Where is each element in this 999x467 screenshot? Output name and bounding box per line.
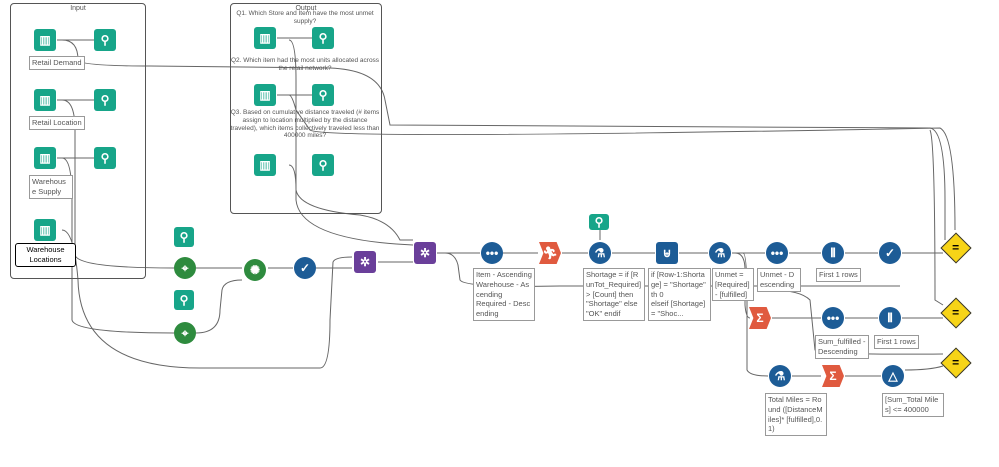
formula-annotation-shortage: Shortage = if [RunTot_Required] > [Count… (583, 268, 645, 321)
binoculars-icon[interactable]: ⚲ (174, 290, 194, 310)
input-container-title: Input (70, 5, 86, 12)
book-icon[interactable]: ▥ (254, 27, 276, 49)
formula-annotation-unmet: Unmet = [Required]- [fulfilled] (712, 268, 754, 302)
sort-dots-icon[interactable]: ••• (481, 242, 503, 264)
book-icon[interactable]: ▥ (34, 147, 56, 169)
sort-annotation-unmet: Unmet - Descending (757, 268, 801, 292)
book-icon[interactable]: ▥ (34, 219, 56, 241)
sample-annotation: First 1 rows (816, 268, 861, 282)
multirow-annotation: if [Row-1:Shortage] = "Shortage" th 0 el… (648, 268, 711, 321)
output-container[interactable]: Output (230, 3, 382, 214)
input-label-retail-location: Retail Location (29, 116, 85, 130)
question-3: Q3. Based on cumulative distance travele… (230, 109, 380, 140)
input-label-warehouse-locations: Warehouse Locations (15, 243, 76, 267)
sort-dots-icon[interactable]: ••• (822, 307, 844, 329)
map-pin-icon[interactable]: ⌖ (174, 322, 196, 344)
sigma-icon[interactable]: Σ (822, 365, 844, 387)
filter-icon[interactable]: △ (882, 365, 904, 387)
input-container[interactable]: Input (10, 3, 146, 279)
formula-flask-icon[interactable]: ⚗ (709, 242, 731, 264)
input-label-warehouse-supply: Warehouse Supply (29, 175, 73, 199)
book-icon[interactable]: ▥ (254, 84, 276, 106)
binoculars-icon[interactable]: ⚲ (94, 147, 116, 169)
binoculars-icon[interactable]: ⚲ (312, 154, 334, 176)
book-icon[interactable]: ▥ (34, 29, 56, 51)
binoculars-icon[interactable]: ⚲ (312, 27, 334, 49)
sort-dots-icon[interactable]: ••• (766, 242, 788, 264)
question-1: Q1. Which Store and Item have the most u… (236, 10, 374, 25)
map-pin-icon[interactable]: ⌖ (174, 257, 196, 279)
formula-flask-icon[interactable]: ⚗ (769, 365, 791, 387)
running-total-icon[interactable]: 🏃︎ (539, 242, 561, 264)
sample-icon[interactable]: ⫴ (822, 242, 844, 264)
binoculars-icon[interactable]: ⚲ (589, 214, 609, 230)
distance-icon[interactable]: ✺ (244, 259, 266, 281)
book-icon[interactable]: ▥ (34, 89, 56, 111)
join-icon[interactable]: ✲ (354, 251, 376, 273)
multi-row-formula-icon[interactable]: ⊎ (656, 242, 678, 264)
binoculars-icon[interactable]: ⚲ (94, 89, 116, 111)
binoculars-icon[interactable]: ⚲ (174, 227, 194, 247)
sort-annotation-fulfilled: Sum_fulfilled - Descending (815, 335, 869, 359)
formula-flask-icon[interactable]: ⚗ (589, 242, 611, 264)
book-icon[interactable]: ▥ (254, 154, 276, 176)
binoculars-icon[interactable]: ⚲ (94, 29, 116, 51)
join-icon[interactable]: ✲ (414, 242, 436, 264)
sigma-icon[interactable]: Σ (749, 307, 771, 329)
sample-annotation: First 1 rows (874, 335, 919, 349)
select-check-icon[interactable]: ✓ (294, 257, 316, 279)
sort-annotation: Item - Ascending Warehouse - Ascending R… (473, 268, 535, 321)
output-container-title: Output (295, 5, 317, 12)
binoculars-icon[interactable]: ⚲ (312, 84, 334, 106)
sample-icon[interactable]: ⫴ (879, 307, 901, 329)
question-2: Q2. Which item had the most units alloca… (230, 57, 380, 72)
select-check-icon[interactable]: ✓ (879, 242, 901, 264)
formula-annotation-total-miles: Total Miles = Round ([DistanceMiles]* [f… (765, 393, 827, 436)
input-label-retail-demand: Retail Demand (29, 56, 85, 70)
filter-annotation: [Sum_Total Miles] <= 400000 (882, 393, 944, 417)
